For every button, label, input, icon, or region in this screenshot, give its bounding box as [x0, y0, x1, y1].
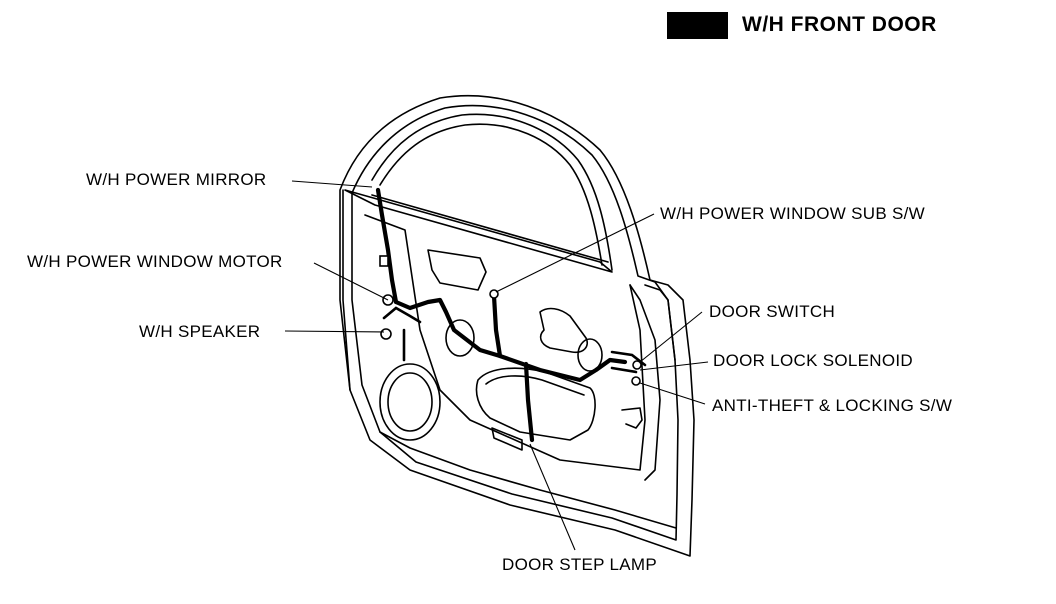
access-hole-upper: [427, 249, 487, 291]
leader-door-lock-solenoid: [639, 361, 709, 371]
harness-mirror-run: [375, 187, 399, 305]
title-black-box: [667, 12, 728, 39]
leader-door-step-lamp: [529, 443, 576, 551]
label-door-switch: DOOR SWITCH: [709, 302, 836, 321]
speaker-outline: [379, 363, 441, 441]
leader-power-window-motor: [313, 262, 389, 301]
inner-panel: [364, 214, 646, 471]
label-power-window-sub-sw: W/H POWER WINDOW SUB S/W: [660, 204, 926, 223]
label-anti-theft-locking-sw: ANTI-THEFT & LOCKING S/W: [712, 396, 953, 415]
label-power-window-motor: W/H POWER WINDOW MOTOR: [27, 252, 283, 271]
leader-power-mirror: [291, 180, 373, 188]
handle-cutout: [539, 307, 588, 354]
door-step-lamp-housing: [491, 427, 523, 451]
door-pocket: [475, 367, 596, 441]
leader-power-window-sub-sw: [495, 213, 655, 293]
label-speaker: W/H SPEAKER: [139, 322, 261, 341]
belt-line: [344, 189, 613, 273]
harness-step-lamp-drop: [523, 361, 535, 443]
label-power-mirror: W/H POWER MIRROR: [86, 170, 267, 189]
door-inner-frame: [351, 104, 679, 541]
harness-window-switch-drop: [491, 293, 503, 359]
leader-speaker: [284, 330, 385, 333]
diagram-title: W/H FRONT DOOR: [742, 13, 937, 36]
leader-anti-theft: [639, 382, 706, 405]
label-door-lock-solenoid: DOOR LOCK SOLENOID: [713, 351, 913, 370]
harness-main-run: [393, 297, 628, 383]
door-outer-shell: [339, 94, 695, 557]
window-frame: [371, 113, 613, 271]
label-door-step-lamp: DOOR STEP LAMP: [502, 555, 658, 574]
leader-door-switch: [639, 311, 703, 363]
